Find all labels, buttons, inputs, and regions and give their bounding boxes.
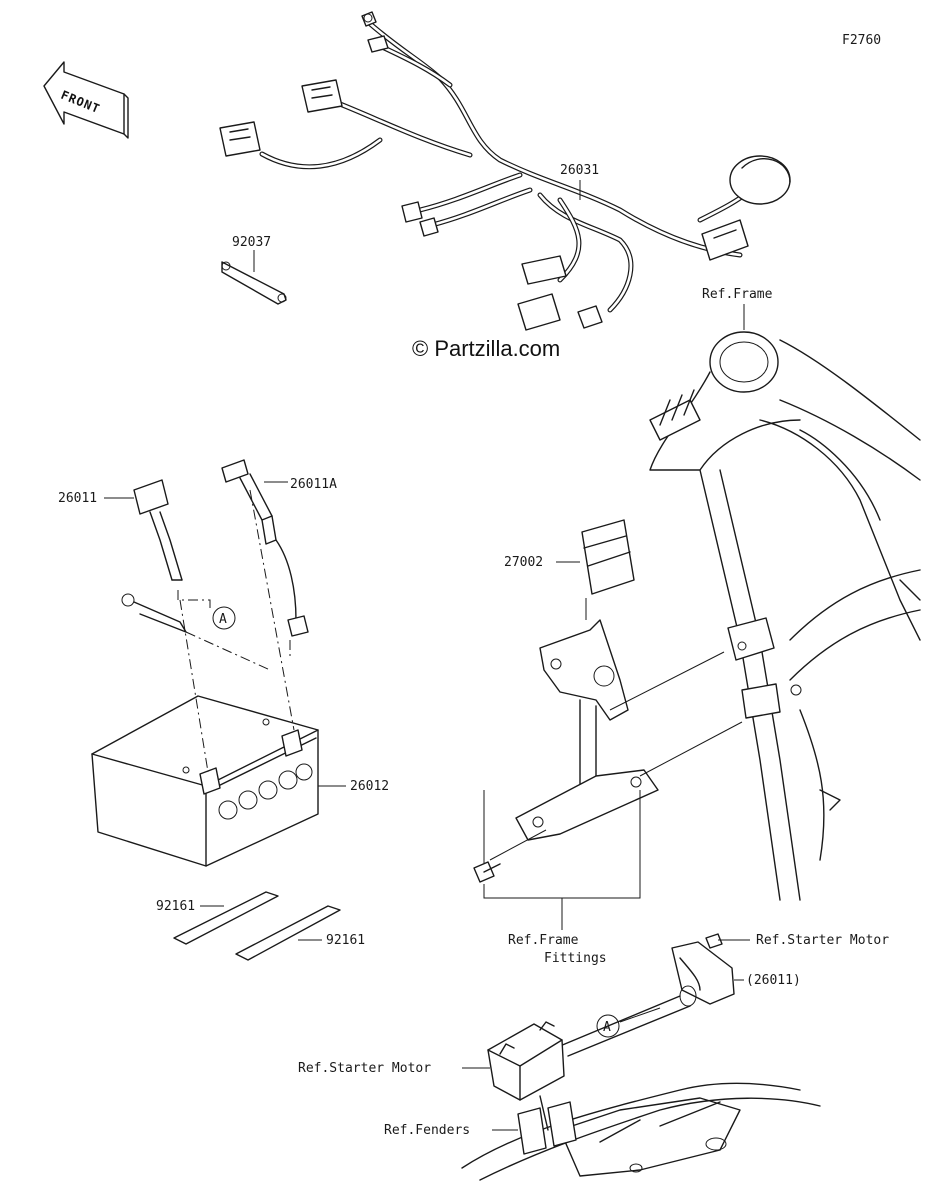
watermark-text: © Partzilla.com bbox=[412, 336, 560, 361]
label-pad-right: 92161 bbox=[326, 933, 365, 948]
band-clip bbox=[221, 261, 287, 305]
label-pad-left: 92161 bbox=[156, 899, 195, 914]
battery bbox=[91, 489, 319, 867]
label-ref-frame: Ref.Frame bbox=[702, 287, 773, 302]
battery-cable-positive bbox=[221, 459, 309, 660]
diagram-id: F2760 bbox=[842, 33, 881, 48]
label-cable-26011a: 26011A bbox=[290, 477, 337, 492]
rear-fender bbox=[461, 1082, 821, 1181]
label-cable-26011: 26011 bbox=[58, 491, 97, 506]
battery-pad-right bbox=[235, 905, 341, 961]
battery-cable-negative bbox=[121, 479, 271, 671]
svg-text:A: A bbox=[219, 612, 227, 627]
callout-a-left: A bbox=[212, 606, 236, 630]
label-ref-frame-fittings-2: Fittings bbox=[544, 951, 607, 966]
callout-a-right: A bbox=[596, 1014, 620, 1038]
frame-bolt bbox=[473, 861, 501, 883]
starter-motor-cable bbox=[559, 933, 750, 1057]
label-relay: 27002 bbox=[504, 555, 543, 570]
starter-relay bbox=[581, 519, 635, 595]
battery-pad-left bbox=[173, 891, 279, 945]
starter-motor-connector bbox=[487, 1021, 565, 1101]
label-ref-starter-motor-2: Ref.Starter Motor bbox=[298, 1061, 431, 1076]
relay-bracket bbox=[489, 598, 743, 861]
svg-text:A: A bbox=[603, 1020, 611, 1035]
label-ref-fenders: Ref.Fenders bbox=[384, 1123, 470, 1138]
label-band: 92037 bbox=[232, 235, 271, 250]
label-ref-frame-fittings-1: Ref.Frame bbox=[508, 933, 579, 948]
label-cable-26011-paren: (26011) bbox=[746, 973, 801, 988]
motorcycle-frame bbox=[649, 331, 921, 901]
main-wiring-harness bbox=[219, 11, 791, 331]
label-harness: 26031 bbox=[560, 163, 599, 178]
label-battery: 26012 bbox=[350, 779, 389, 794]
label-ref-starter-motor-1: Ref.Starter Motor bbox=[756, 933, 889, 948]
front-arrow-icon: FRONT bbox=[43, 61, 129, 139]
